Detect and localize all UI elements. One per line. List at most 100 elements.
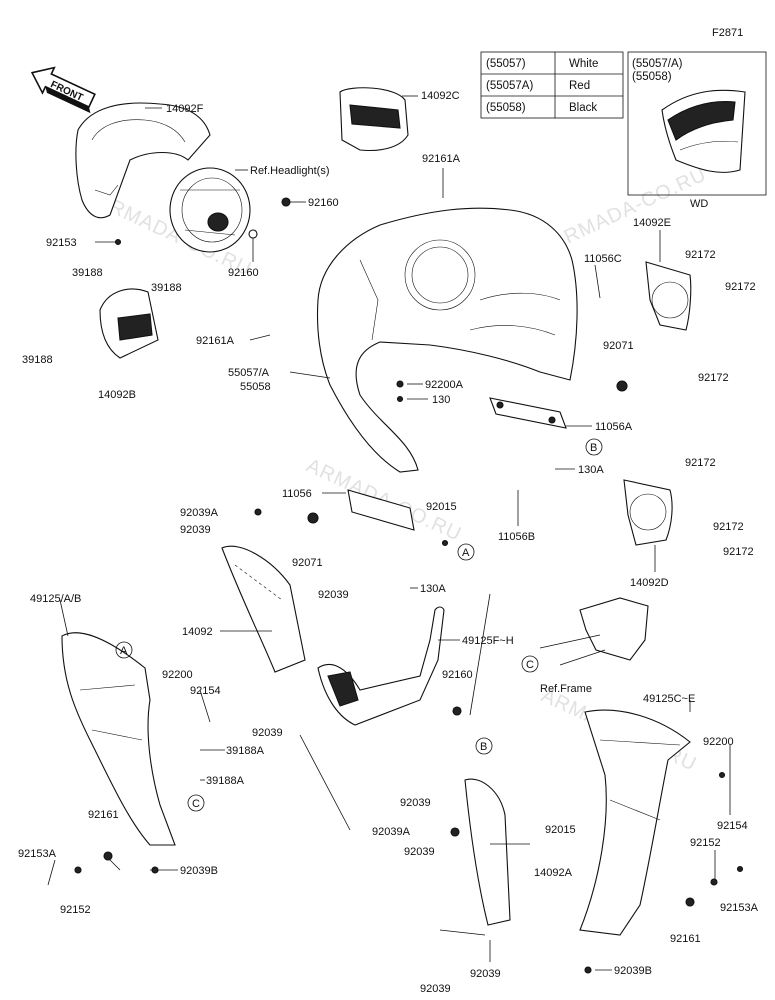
callout-92154-left: 92154: [190, 685, 221, 697]
callout-11056: 11056: [282, 488, 312, 500]
callout-92015-low: 92015: [545, 824, 576, 836]
legend-code-3: (55058): [486, 102, 526, 114]
callout-39188a-a: 39188A: [226, 745, 265, 757]
legend-color-1: White: [569, 58, 598, 70]
callout-92071-mid: 92071: [292, 557, 323, 569]
bracket-cover-part-d: [623, 479, 673, 546]
callout-c-left: C: [192, 798, 200, 810]
callout-92039-r2: 92039: [404, 846, 435, 858]
callout-39188a-b: 39188A: [206, 775, 245, 787]
callout-11056c: 11056C: [584, 253, 622, 265]
callout-92154-right: 92154: [717, 820, 748, 832]
callout-92172-f: 92172: [723, 546, 754, 558]
callout-14092b: 14092B: [98, 389, 136, 401]
legend-code-1: (55057): [486, 58, 526, 70]
callout-92039-top: 92039: [180, 524, 211, 536]
callout-b-low: B: [480, 741, 487, 753]
callout-39188-c: 39188: [22, 354, 53, 366]
callout-14092e: 14092E: [633, 217, 671, 229]
callout-92153a-left: 92153A: [18, 848, 57, 860]
watermark-2: ARMADA-CO.RU: [548, 163, 710, 254]
callout-92039a-low: 92039A: [372, 826, 411, 838]
callout-92039a-top: 92039A: [180, 507, 219, 519]
callout-92161-left: 92161: [88, 809, 119, 821]
callout-92160-low: 92160: [442, 669, 473, 681]
callout-92039-b1: 92039: [420, 983, 451, 995]
bracket-cover-part-e: [645, 261, 692, 331]
callout-92172-c: 92172: [698, 372, 729, 384]
inner-panel-part: [221, 545, 306, 673]
callout-92160-a: 92160: [308, 197, 339, 209]
right-lower-cowl-part: [579, 709, 691, 936]
callout-55057a: 55057/A: [228, 367, 270, 379]
callout-92172-e: 92172: [713, 521, 744, 533]
callout-130-mid: 130: [432, 394, 450, 406]
callout-ref-headlight: Ref.Headlight(s): [250, 165, 329, 177]
callout-92039-low: 92039: [252, 727, 283, 739]
small-cover-part-b: [99, 288, 159, 359]
legend-color-3: Black: [569, 102, 597, 114]
callout-49125ab: 49125/A/B: [30, 593, 81, 605]
color-legend: (55057) White (55057A) Red (55058) Black: [480, 51, 624, 119]
callout-49125ce: 49125C~E: [643, 693, 695, 705]
upper-cowl-part: [316, 207, 578, 473]
callout-b-right: B: [590, 442, 597, 454]
callout-c-right: C: [526, 659, 534, 671]
callout-92152-left: 92152: [60, 904, 91, 916]
upper-cover-part: [339, 87, 409, 152]
bracket-11056-part: [347, 489, 415, 531]
inset-code-2: (55058): [632, 71, 672, 83]
callout-49125fh: 49125F~H: [462, 635, 514, 647]
callout-92039b-left: 92039B: [180, 865, 218, 877]
leader-lines: [47, 95, 731, 971]
callout-14092a: 14092A: [534, 867, 573, 879]
callout-14092: 14092: [182, 626, 213, 638]
callout-92200-left: 92200: [162, 669, 193, 681]
callout-130a-mid: 130A: [420, 583, 446, 595]
headlight-cover-part: [75, 102, 211, 219]
callout-92153: 92153: [46, 237, 77, 249]
callout-14092c: 14092C: [421, 90, 460, 102]
callout-92161-right: 92161: [670, 933, 701, 945]
inset-caption: WD: [690, 198, 708, 210]
front-arrow-icon: FRONT: [30, 66, 96, 114]
callout-92153a-right: 92153A: [720, 902, 759, 914]
callout-92152-right: 92152: [690, 837, 721, 849]
headlight-part: [169, 167, 251, 253]
callout-14092d: 14092D: [630, 577, 669, 589]
callout-55058: 55058: [240, 381, 271, 393]
callout-92161a-mid: 92161A: [196, 335, 235, 347]
callout-92200a: 92200A: [425, 379, 464, 391]
callout-11056b: 11056B: [498, 531, 535, 543]
callout-14092f: 14092F: [166, 103, 204, 115]
legend-color-2: Red: [569, 80, 590, 92]
legend-code-2: (55057A): [486, 80, 533, 92]
callout-92039-b2: 92039: [470, 968, 501, 980]
callout-92015-top: 92015: [426, 501, 457, 513]
callout-11056a: 11056A: [595, 421, 633, 433]
callout-92172-b: 92172: [725, 281, 756, 293]
callout-a-left: A: [120, 645, 128, 657]
callout-92172-d: 92172: [685, 457, 716, 469]
callout-ref-frame: Ref.Frame: [540, 683, 592, 695]
callout-92160-b: 92160: [228, 267, 259, 279]
callout-130a-right: 130A: [578, 464, 604, 476]
callout-92071-right: 92071: [603, 340, 634, 352]
inset-decal-box: (55057/A) (55058) WD: [627, 51, 767, 210]
figure-id: F2871: [712, 27, 743, 39]
fasteners: [74, 197, 744, 974]
callout-a-mid: A: [462, 547, 470, 559]
callout-92039-m: 92039: [318, 589, 349, 601]
inset-code-1: (55057/A): [632, 58, 683, 70]
callout-92039b-right: 92039B: [614, 965, 652, 977]
lower-panel-part-a: [464, 778, 511, 926]
left-lower-cowl-part: [61, 632, 176, 846]
callout-92200-right: 92200: [703, 736, 734, 748]
under-cover-part: [317, 606, 445, 726]
callout-39188-a: 39188: [72, 267, 103, 279]
reference-markers: [115, 438, 603, 812]
callout-labels: 14092F 14092C Ref.Headlight(s) 92160 921…: [18, 90, 759, 995]
callout-92172-a: 92172: [685, 249, 716, 261]
bracket-11056a-part: [489, 397, 567, 429]
